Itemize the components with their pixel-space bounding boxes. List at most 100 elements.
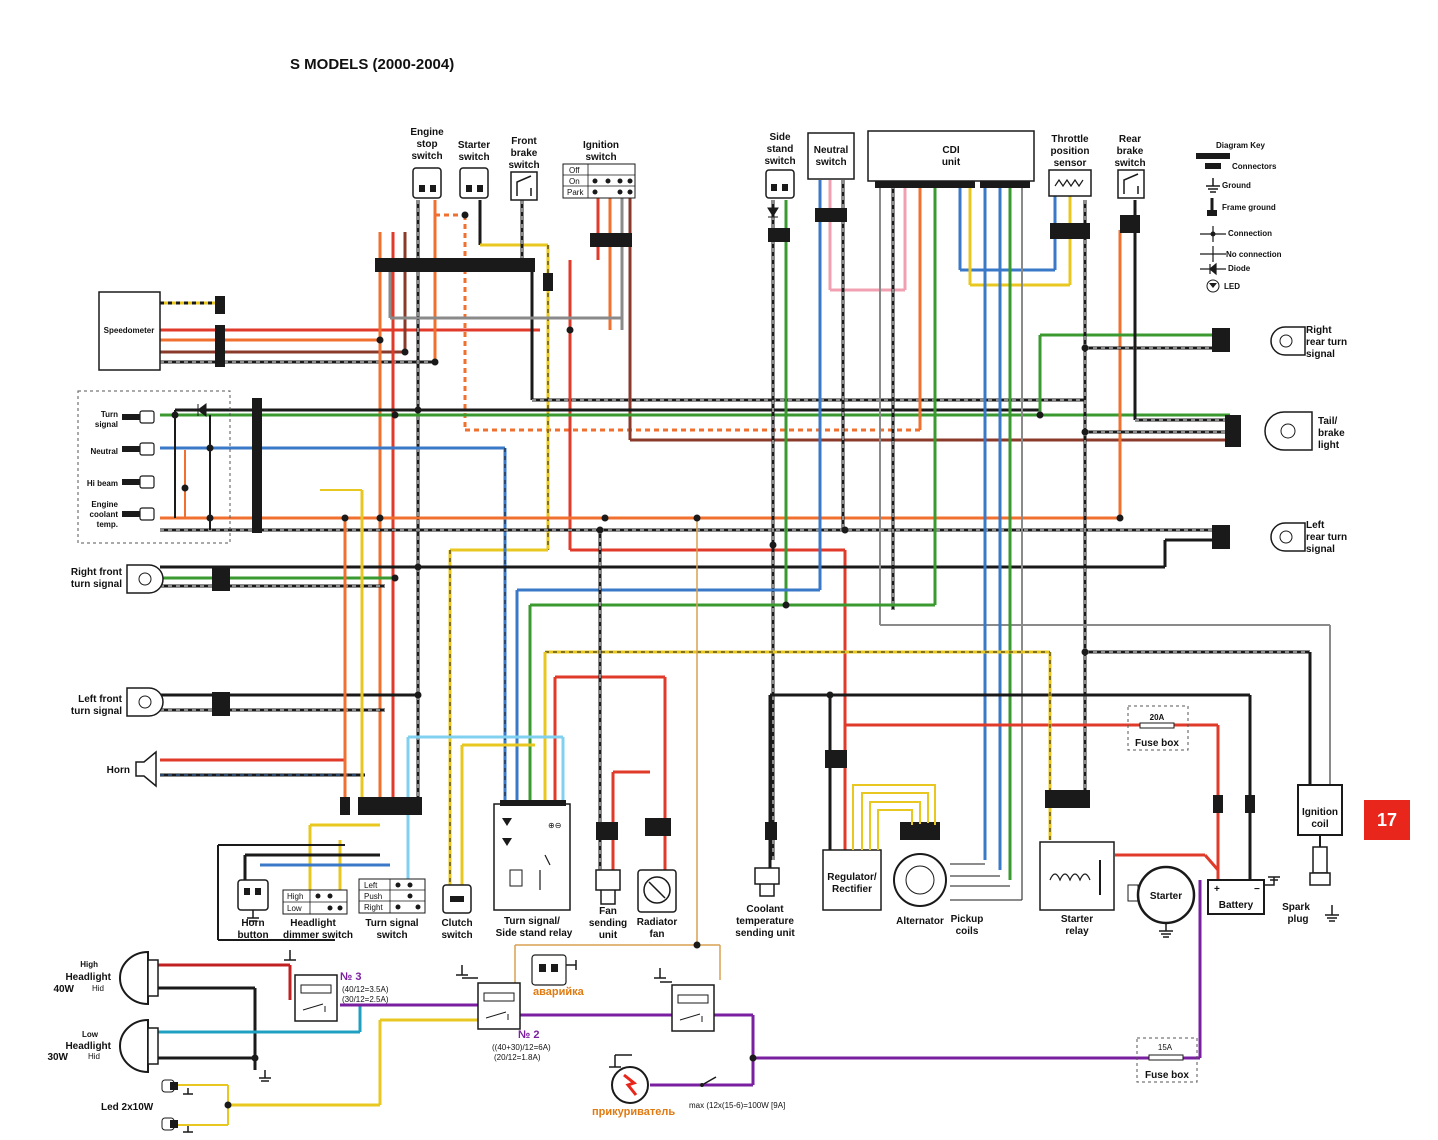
relay-2-line1: ((40+30)/12=6A) — [492, 1043, 551, 1052]
right-front-turn-signal: Right front turn signal — [71, 564, 164, 594]
relay-3-line1: (40/12=3.5A) — [342, 985, 389, 994]
ignition-coil-label-2: coil — [1311, 819, 1328, 830]
starter-motor: Starter — [1127, 865, 1196, 938]
indicator-hibeam-label: Hi beam — [87, 479, 118, 488]
indicator-turn-label-1: Turn — [101, 410, 118, 419]
left-rear-label-2: rear turn — [1306, 532, 1347, 543]
fan-sender-label-1: Fan — [599, 906, 617, 917]
headlight-dimmer-switch: High Low Headlight dimmer switch — [282, 889, 353, 941]
low-headlight: Low Headlight 30W Hid — [47, 1018, 159, 1074]
indicator-coolant-label-3: temp. — [97, 520, 118, 529]
coolant-sender-label-2: temperature — [736, 916, 794, 927]
engine-stop-label-3: switch — [411, 151, 442, 162]
key-connection: Connection — [1228, 229, 1272, 238]
starter-relay-label-1: Starter — [1061, 914, 1093, 925]
connectors — [212, 180, 1255, 840]
front-brake-label-2: brake — [511, 148, 538, 159]
horn-icon — [135, 750, 157, 788]
key-no-connection: No connection — [1226, 250, 1282, 259]
ignition-coil: Ignition coil — [1297, 784, 1343, 836]
ignition-switch: Ignition switch Off On Park — [562, 140, 636, 199]
fuse-15a-rating: 15A — [1158, 1043, 1173, 1052]
indicator-panel: Turn signal Neutral Hi beam Engine coola… — [77, 390, 231, 544]
left-front-turn-signal: Left front turn signal — [71, 687, 164, 717]
front-brake-label-1: Front — [511, 136, 537, 147]
alternator-label: Alternator — [896, 916, 944, 927]
throttle-label-3: sensor — [1054, 158, 1087, 169]
indicator-neutral-label: Neutral — [90, 447, 118, 456]
relay-3-line2: (30/12=2.5A) — [342, 995, 389, 1004]
cdi-label-2: unit — [942, 157, 961, 168]
horn-button-label-2: button — [237, 930, 268, 941]
hazard-switch: аварийка — [531, 954, 585, 998]
right-rear-label-1: Right — [1306, 325, 1332, 336]
rear-brake-label-1: Rear — [1119, 134, 1141, 145]
relay-3-label: № 3 — [340, 971, 361, 983]
key-frame-ground: Frame ground — [1222, 203, 1276, 212]
headlight-icon — [119, 950, 149, 1006]
high-headlight: High Headlight 40W Hid — [53, 950, 159, 1006]
right-rear-label-3: signal — [1306, 349, 1335, 360]
fuse-20a-rating: 20A — [1150, 713, 1165, 722]
throttle-label-2: position — [1051, 146, 1090, 157]
engine-stop-switch: Engine stop switch — [410, 127, 444, 199]
spark-plug: Spark plug — [1282, 835, 1339, 925]
clutch-label-2: switch — [441, 930, 472, 941]
ground-icons — [183, 910, 271, 1133]
spark-plug-label-2: plug — [1287, 914, 1308, 925]
key-led: LED — [1224, 282, 1240, 291]
battery-minus: − — [1254, 884, 1260, 895]
right-rear-turn-signal: Right rear turn signal — [1270, 325, 1347, 360]
dimmer-label-2: dimmer switch — [283, 930, 353, 941]
engine-stop-label-2: stop — [416, 139, 437, 150]
battery: + − Battery — [1207, 876, 1280, 915]
clutch-label-1: Clutch — [441, 918, 472, 929]
horn-button-label-1: Horn — [241, 918, 264, 929]
pickup-label-1: Pickup — [951, 914, 984, 925]
regulator-label-2: Rectifier — [832, 884, 872, 895]
turn-signal-side-stand-relay: ⊕⊖ Turn signal/ Side stand relay — [493, 800, 573, 939]
ground-icon — [1159, 923, 1173, 938]
coolant-sender-label-1: Coolant — [746, 904, 784, 915]
ground-icon — [1264, 876, 1280, 886]
starter-relay-label-2: relay — [1065, 926, 1089, 937]
tail-label-2: brake — [1318, 428, 1345, 439]
radiator-fan-label-2: fan — [650, 929, 665, 940]
radiator-fan-label-1: Radiator — [637, 917, 678, 928]
radiator-fan: Radiator fan — [637, 869, 678, 940]
key-title: Diagram Key — [1216, 141, 1265, 150]
ignition-park: Park — [567, 188, 584, 197]
turn-switch-label-1: Turn signal — [365, 918, 418, 929]
rear-brake-label-3: switch — [1114, 158, 1145, 169]
lighter-label: прикуриватель — [592, 1106, 675, 1118]
fuse-box-15a: 15A Fuse box — [1136, 1037, 1198, 1083]
rear-brake-switch: Rear brake switch — [1114, 134, 1146, 199]
fan-sender-label-2: sending — [589, 918, 627, 929]
battery-label: Battery — [1219, 900, 1254, 911]
fuse-15a-label: Fuse box — [1145, 1070, 1189, 1081]
low-headlight-label-1: Low — [82, 1030, 99, 1039]
ignition-label-2: switch — [585, 152, 616, 163]
neutral-switch-label-1: Neutral — [814, 145, 849, 156]
lighter-icon — [623, 1073, 638, 1096]
ignition-coil-label-1: Ignition — [1302, 807, 1338, 818]
diagram-key: Diagram Key Connectors Ground Frame grou… — [1196, 141, 1282, 293]
tail-label-3: light — [1318, 440, 1340, 451]
left-rear-turn-signal: Left rear turn signal — [1270, 520, 1347, 555]
left-front-label-2: turn signal — [71, 706, 122, 717]
high-headlight-label-2: Headlight — [65, 972, 111, 983]
led-label: Led 2x10W — [101, 1102, 154, 1113]
alternator: Alternator — [893, 853, 947, 927]
hazard-label: аварийка — [533, 986, 585, 998]
junction-dots — [171, 211, 1124, 1109]
clutch-switch: Clutch switch — [441, 884, 473, 941]
starter-label: Starter — [1150, 891, 1182, 902]
relay-2-line2: (20/12=1.8A) — [494, 1053, 541, 1062]
throttle-position-sensor: Throttle position sensor — [1048, 134, 1092, 197]
throttle-label-1: Throttle — [1051, 134, 1089, 145]
right-front-label-2: turn signal — [71, 579, 122, 590]
indicator-coolant-label-1: Engine — [91, 500, 118, 509]
ignition-off: Off — [569, 166, 580, 175]
hibeam-bulb-icon — [139, 475, 155, 489]
fuse-20a-label: Fuse box — [1135, 738, 1179, 749]
